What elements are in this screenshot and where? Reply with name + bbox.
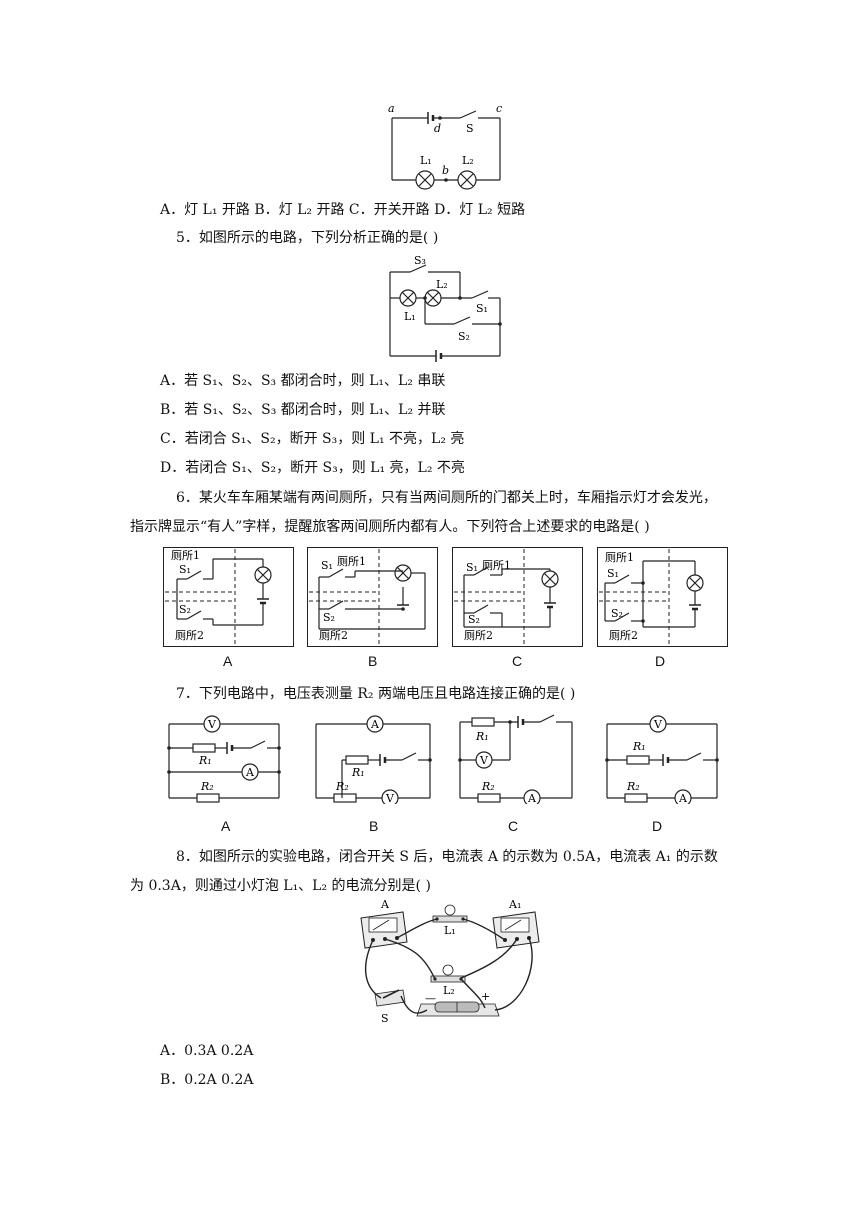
q4-label-c: c <box>496 102 502 115</box>
q7-circuit-a: V A R₁ R₂ <box>167 715 281 803</box>
q8-lamp-l2 <box>430 964 466 983</box>
q7b-ammeter-label: A <box>370 718 380 731</box>
q7a-voltmeter-label: V <box>207 718 217 731</box>
q5-label-l2: L₂ <box>436 278 448 291</box>
q7-circuit-c: V A R₁ R₂ <box>458 714 573 804</box>
q7-circuit-d: V A R₁ R₂ <box>605 715 719 804</box>
q5-stem: 5．如图所示的电路，下列分析正确的是( ) <box>176 230 439 246</box>
q6c-room2: 厕所2 <box>464 629 493 642</box>
q6b-room1: 厕所1 <box>337 555 366 568</box>
q6d-room2: 厕所2 <box>609 629 638 642</box>
q6-circuit-b: 厕所1 S₁ S₂ 厕所2 <box>307 547 438 647</box>
q8-ammeter-a <box>360 911 408 949</box>
q7-circuit-b: A V R₁ R₂ <box>315 715 432 804</box>
q7-caption-a: A <box>221 818 231 834</box>
q8-option-b: B．0.2A 0.2A <box>160 1072 254 1088</box>
q7b-r2-label: R₂ <box>335 780 349 793</box>
q8-stem-line1: 8．如图所示的实验电路，闭合开关 S 后，电流表 A 的示数为 0.5A，电流表… <box>176 849 718 865</box>
q8-option-a: A．0.3A 0.2A <box>160 1043 254 1059</box>
q8-label-minus: — <box>425 992 436 1005</box>
q4-label-l2: L₂ <box>462 154 474 167</box>
q5-option-a: A．若 S₁、S₂、S₃ 都闭合时，则 L₁、L₂ 串联 <box>160 373 446 389</box>
q8-label-plus: + <box>481 990 490 1003</box>
q7a-ammeter-label: A <box>245 766 255 779</box>
q8-label-l2: L₂ <box>443 984 455 997</box>
q6-circuit-d: 厕所1 S₁ S₂ 厕所2 <box>597 547 728 647</box>
q5-option-b: B．若 S₁、S₂、S₃ 都闭合时，则 L₁、L₂ 并联 <box>160 402 446 418</box>
q5-label-l1: L₁ <box>404 310 416 323</box>
q7b-r1-label: R₁ <box>351 766 365 779</box>
q7c-ammeter-label: A <box>527 792 537 804</box>
q4-label-a: a <box>388 102 395 115</box>
q7b-voltmeter-label: V <box>385 792 395 804</box>
q6a-room2: 厕所2 <box>175 629 204 642</box>
q6-circuit-a: 厕所1 S₁ S₂ 厕所2 <box>163 547 294 647</box>
q8-switch-s <box>374 989 406 1007</box>
q8-label-s: S <box>381 1012 389 1025</box>
q6d-room1: 厕所1 <box>605 551 634 564</box>
q7-caption-b: B <box>369 818 379 834</box>
q7d-r1-label: R₁ <box>632 740 646 753</box>
q6b-s1: S₁ <box>321 559 333 572</box>
q6-stem-line1: 6．某火车车厢某端有两间厕所，只有当两间厕所的门都关上时，车厢指示灯才会发光， <box>176 490 717 506</box>
q4-options: A．灯 L₁ 开路 B．灯 L₂ 开路 C．开关开路 D．灯 L₂ 短路 <box>160 202 526 218</box>
q6c-room1: 厕所1 <box>482 559 511 572</box>
q6-caption-c: C <box>512 653 523 669</box>
q6b-room2: 厕所2 <box>319 629 348 642</box>
q7d-r2-label: R₂ <box>626 780 640 793</box>
q4-circuit-diagram: a d S c L₁ b L₂ <box>388 102 502 190</box>
q8-label-a1: A₁ <box>508 898 521 911</box>
q7d-ammeter-label: A <box>678 792 688 804</box>
q7d-voltmeter-label: V <box>653 718 663 731</box>
q6b-s2: S₂ <box>323 611 335 624</box>
q7-stem: 7．下列电路中，电压表测量 R₂ 两端电压且电路连接正确的是( ) <box>176 686 576 702</box>
q7c-r1-label: R₁ <box>475 730 489 743</box>
q6-caption-a: A <box>223 653 233 669</box>
q7-caption-d: D <box>652 818 663 834</box>
q6d-s2: S₂ <box>611 607 623 620</box>
q8-ammeter-a1 <box>492 911 540 949</box>
q7a-r2-label: R₂ <box>200 780 214 793</box>
q8-label-a: A <box>380 898 390 911</box>
q7c-voltmeter-label: V <box>479 754 489 767</box>
q4-label-l1: L₁ <box>420 154 432 167</box>
q6c-s1: S₁ <box>466 561 478 574</box>
q6-circuit-c: 厕所1 S₁ S₂ 厕所2 <box>452 547 583 647</box>
q6-caption-d: D <box>655 653 666 669</box>
q8-stem-line2: 为 0.3A，则通过小灯泡 L₁、L₂ 的电流分别是( ) <box>130 878 431 894</box>
q5-label-s2: S₂ <box>458 330 470 343</box>
q6-stem-line2: 指示牌显示“有人”字样，提醒旅客两间厕所内都有人。下列符合上述要求的电路是( ) <box>130 519 650 535</box>
q5-circuit-diagram: S₃ L₂ L₁ S₁ S₂ <box>389 254 502 362</box>
q5-option-c: C．若闭合 S₁、S₂，断开 S₃，则 L₁ 不亮，L₂ 亮 <box>160 431 465 447</box>
q8-label-l1: L₁ <box>444 924 456 937</box>
q6a-s2: S₂ <box>179 603 191 616</box>
q7-caption-c: C <box>508 818 519 834</box>
q5-option-d: D．若闭合 S₁、S₂，断开 S₃，则 L₁ 亮，L₂ 不亮 <box>160 460 465 476</box>
q8-experiment-illustration: A A₁ L₁ L₂ S — + <box>360 898 540 1025</box>
q6-caption-b: B <box>368 653 378 669</box>
q7c-r2-label: R₂ <box>481 780 495 793</box>
q6a-room1: 厕所1 <box>171 549 200 562</box>
q6a-s1: S₁ <box>179 563 191 576</box>
q5-label-s3: S₃ <box>414 254 426 267</box>
q4-label-d: d <box>434 122 441 135</box>
q8-lamp-l1 <box>432 904 468 923</box>
q8-battery <box>416 1001 500 1017</box>
q6d-s1: S₁ <box>607 567 619 580</box>
q4-label-b: b <box>442 164 449 177</box>
q4-label-s: S <box>466 122 474 135</box>
q5-label-s1: S₁ <box>476 302 488 315</box>
q7a-r1-label: R₁ <box>198 754 212 767</box>
q6c-s2: S₂ <box>468 613 480 626</box>
